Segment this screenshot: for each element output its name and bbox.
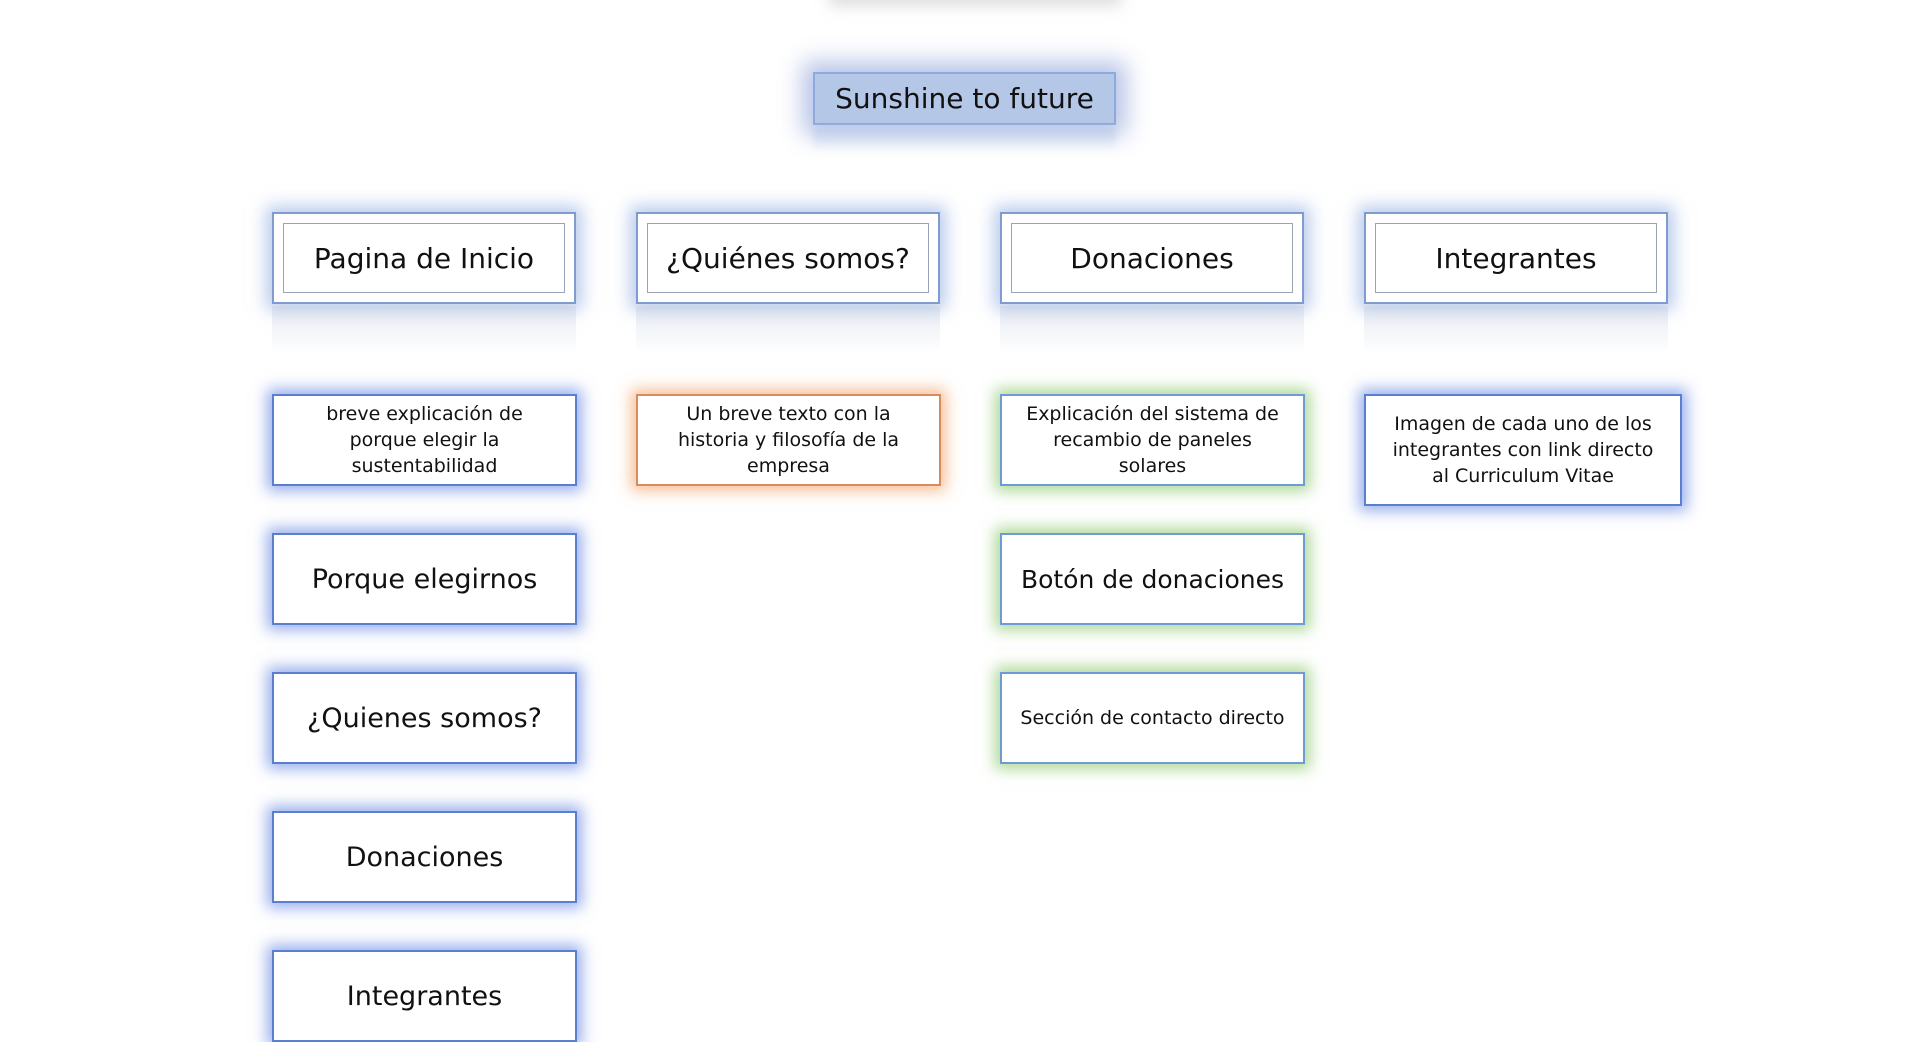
section-node-integrantes: Integrantes [1364, 212, 1668, 304]
leaf-node: Integrantes [272, 950, 577, 1042]
section-node-label: Donaciones [1070, 241, 1234, 275]
leaf-node-label: breve explicación de porque elegir la su… [326, 403, 523, 477]
leaf-node-label: Imagen de cada uno de los integrantes co… [1392, 413, 1654, 487]
leaf-node-label: Botón de donaciones [1020, 564, 1285, 594]
section-node-donaciones: Donaciones [1000, 212, 1304, 304]
leaf-node: Donaciones [272, 811, 577, 903]
section-node-inner-frame: Donaciones [1011, 223, 1293, 293]
leaf-node: Explicación del sistema de recambio de p… [1000, 394, 1305, 486]
leaf-node: Botón de donaciones [1000, 533, 1305, 625]
root-node-reflection [813, 127, 1116, 151]
section-node-reflection [636, 306, 940, 354]
section-node-reflection [1364, 306, 1668, 354]
leaf-node-label: Porque elegirnos [311, 563, 538, 595]
section-node-inicio: Pagina de Inicio [272, 212, 576, 304]
leaf-node: Sección de contacto directo [1000, 672, 1305, 764]
section-node-reflection [1000, 306, 1304, 354]
root-node: Sunshine to future [813, 72, 1116, 125]
leaf-node-label: ¿Quienes somos? [307, 702, 542, 734]
leaf-node-label: Un breve texto con la historia y filosof… [677, 403, 900, 477]
leaf-node: Un breve texto con la historia y filosof… [636, 394, 941, 486]
leaf-node: Imagen de cada uno de los integrantes co… [1364, 394, 1682, 506]
section-node-reflection [272, 306, 576, 354]
leaf-node-label: Integrantes [346, 980, 503, 1012]
leaf-node-label: Explicación del sistema de recambio de p… [1026, 403, 1279, 477]
section-node-label: ¿Quiénes somos? [666, 241, 910, 275]
section-node-inner-frame: Pagina de Inicio [283, 223, 565, 293]
leaf-node: breve explicación de porque elegir la su… [272, 394, 577, 486]
section-node-label: Pagina de Inicio [313, 241, 535, 275]
section-node-inner-frame: Integrantes [1375, 223, 1657, 293]
leaf-node: Porque elegirnos [272, 533, 577, 625]
section-node-label: Integrantes [1435, 241, 1597, 275]
leaf-node-label: Donaciones [345, 841, 504, 873]
section-node-quienes-somos: ¿Quiénes somos? [636, 212, 940, 304]
leaf-node: ¿Quienes somos? [272, 672, 577, 764]
section-node-inner-frame: ¿Quiénes somos? [647, 223, 929, 293]
root-node-label: Sunshine to future [835, 82, 1094, 115]
leaf-node-label: Sección de contacto directo [1020, 707, 1285, 729]
